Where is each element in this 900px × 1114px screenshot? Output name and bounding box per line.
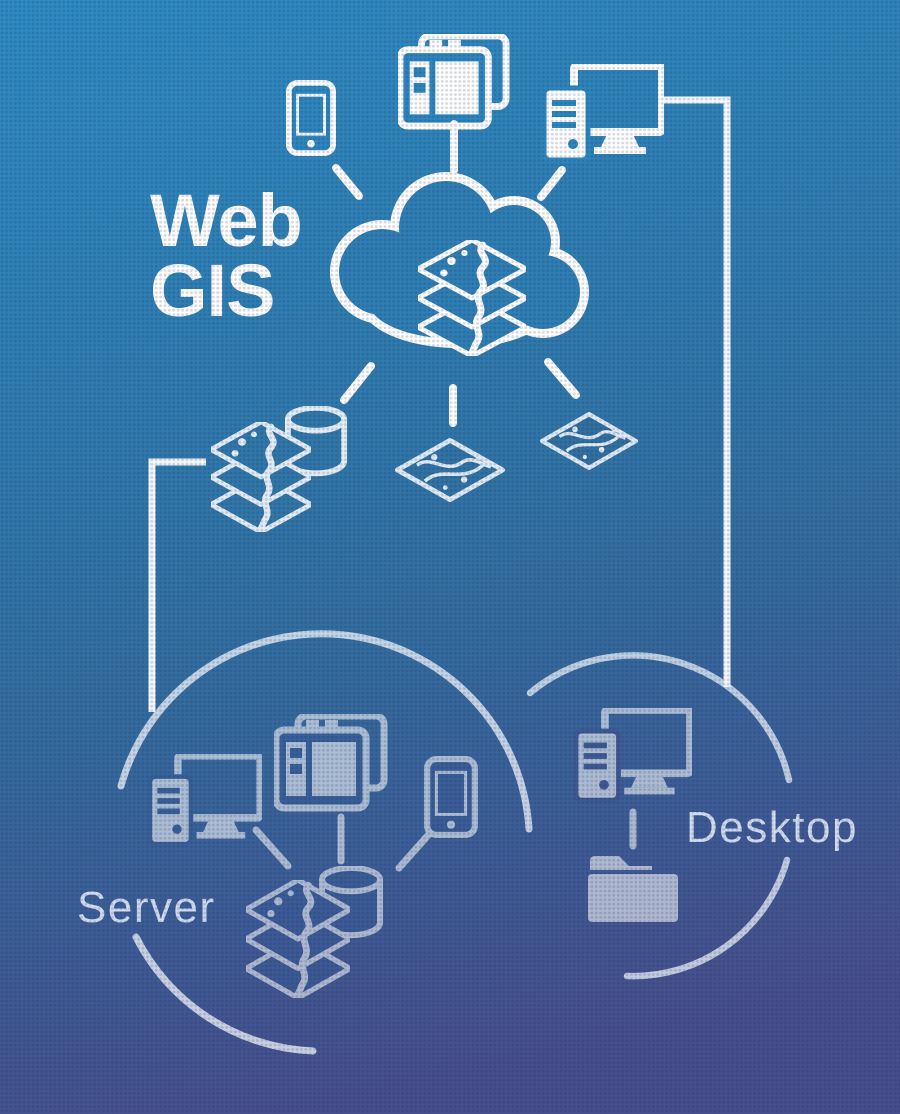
diagram-canvas: Server Desktop Web GIS <box>0 0 900 1114</box>
web-gis-infographic: Server Desktop Web GIS <box>0 0 900 1114</box>
halftone-texture-overlay <box>0 0 900 1114</box>
